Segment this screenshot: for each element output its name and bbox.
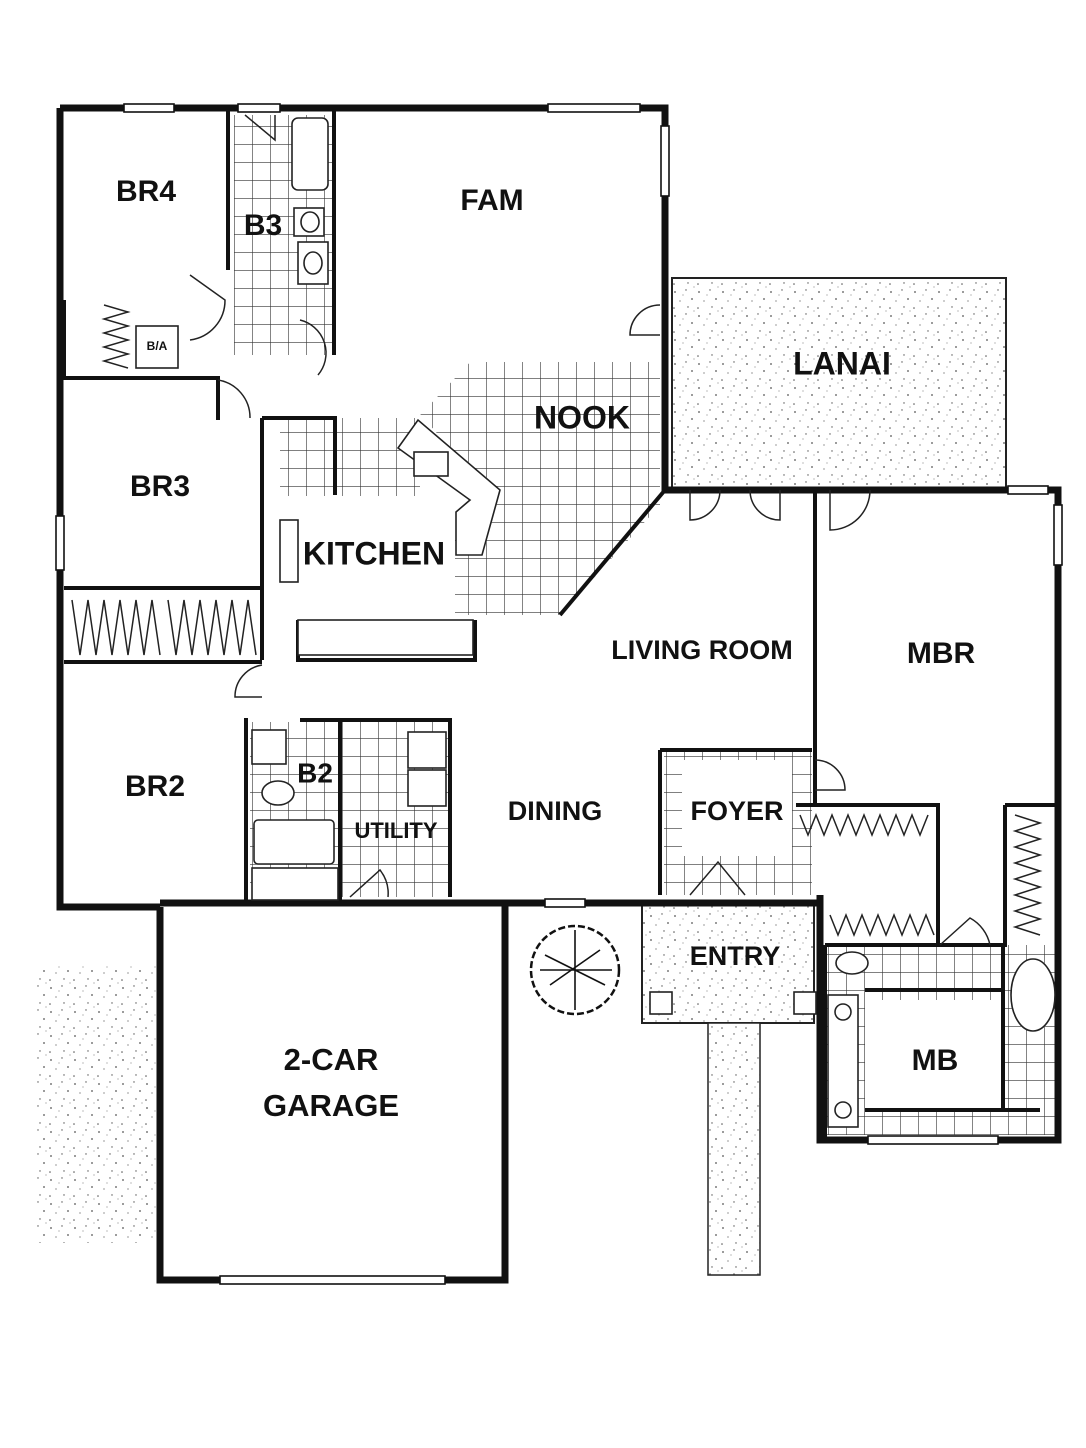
entry-column [649, 991, 673, 1015]
walls [56, 104, 1062, 1284]
kitchen-floor [298, 505, 454, 617]
label-ba-closet: B/A [147, 339, 168, 353]
window [547, 103, 641, 113]
lanai-floor [671, 277, 1007, 489]
label-br3: BR3 [130, 470, 190, 503]
label-utility: UTILITY [354, 818, 437, 843]
window [1053, 504, 1063, 566]
door-swing [939, 917, 991, 946]
water-heater-b2 [251, 867, 339, 901]
closets [71, 304, 1043, 938]
label-living-room: LIVING ROOM [611, 635, 793, 665]
fixtures [135, 117, 1056, 1128]
dryer [407, 769, 447, 807]
mb-toilet [835, 951, 869, 975]
label-br2: BR2 [125, 770, 185, 803]
front-walkway [707, 1022, 761, 1276]
closet-rack [101, 304, 131, 369]
label-kitchen: KITCHEN [303, 535, 445, 571]
door-swing [217, 379, 251, 419]
kitchen-tile-top [280, 418, 420, 496]
b2-tub [253, 819, 335, 865]
label-entry: ENTRY [690, 941, 781, 971]
label-dining: DINING [508, 796, 603, 826]
mb-tub [1010, 958, 1056, 1032]
closet-rack [167, 599, 257, 656]
door-swing [829, 489, 871, 531]
range [279, 519, 299, 583]
door-swing [244, 114, 276, 142]
b2-sink [251, 729, 287, 765]
door-swing [749, 489, 781, 521]
label-lanai: LANAI [793, 345, 891, 381]
window [219, 1275, 446, 1285]
doors [189, 114, 991, 946]
closet-rack [799, 812, 929, 838]
window [660, 125, 670, 197]
label-nook: NOOK [534, 399, 630, 435]
label-foyer: FOYER [690, 796, 783, 826]
window [123, 103, 175, 113]
kitchen-lower-counter [297, 619, 474, 656]
door-swing [189, 274, 226, 341]
label-br4: BR4 [116, 175, 176, 208]
mb-center [865, 1000, 1003, 1108]
foyer-center [682, 760, 792, 856]
mb-sink [834, 1003, 852, 1021]
label-mbr: MBR [907, 637, 976, 670]
label-garage-line2: GARAGE [263, 1088, 399, 1123]
window [237, 103, 281, 113]
b2-toilet [261, 780, 295, 806]
water-heater [135, 325, 179, 369]
door-swing [234, 664, 263, 698]
tree-icon [529, 924, 621, 1016]
closet-rack [1012, 814, 1043, 936]
sink-bowl [303, 251, 323, 275]
window [544, 898, 586, 908]
closet-rack [829, 912, 935, 938]
door-swing [629, 304, 661, 336]
side-gravel [36, 965, 160, 1243]
label-fam: FAM [460, 184, 523, 217]
washer [407, 731, 447, 769]
label-b3: B3 [244, 209, 282, 242]
door-swing [689, 860, 746, 896]
kitchen-sink [413, 451, 449, 477]
door-swing [814, 759, 846, 791]
door-swing [689, 489, 721, 521]
bathtub [291, 117, 329, 191]
window [55, 515, 65, 571]
door-swing [299, 319, 327, 376]
label-b2: B2 [297, 757, 333, 788]
window [1007, 485, 1049, 495]
exterior-surfaces [36, 277, 1007, 1276]
door-swing [349, 868, 389, 898]
closet-rack [71, 599, 161, 656]
window [867, 1135, 999, 1145]
room-labels: BR4 B3 FAM LANAI NOOK B/A BR3 KITCHEN LI… [116, 175, 975, 1123]
entry-column [793, 991, 817, 1015]
label-mb: MB [912, 1044, 959, 1077]
toilet-bowl [300, 211, 320, 233]
mb-sink [834, 1101, 852, 1119]
windows [55, 103, 1063, 1285]
label-garage-line1: 2-CAR [284, 1042, 379, 1077]
